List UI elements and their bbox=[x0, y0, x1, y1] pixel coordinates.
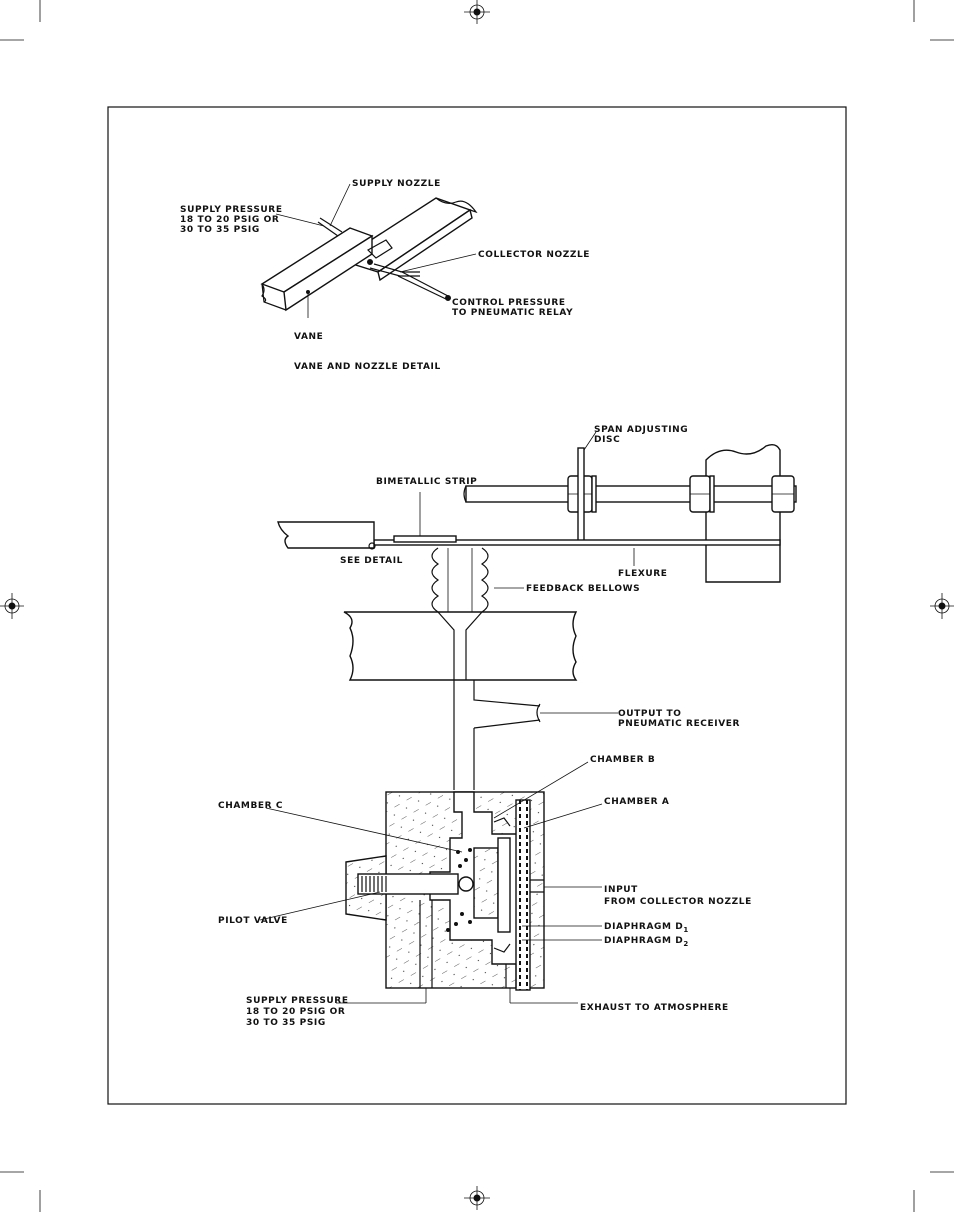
output-label: OUTPUT TO PNEUMATIC RECEIVER bbox=[618, 709, 740, 729]
main-supply-pressure-label: SUPPLY PRESSURE 18 TO 20 PSIG OR 30 TO 3… bbox=[246, 996, 352, 1028]
registration-mark-bottom bbox=[464, 1186, 490, 1210]
bimetallic-strip-label: BIMETALLIC STRIP bbox=[376, 477, 477, 487]
vane-label: VANE bbox=[294, 332, 323, 342]
registration-mark-top bbox=[464, 0, 490, 24]
pilot-valve-label: PILOT VALVE bbox=[218, 916, 288, 926]
collector-nozzle-label: COLLECTOR NOZZLE bbox=[478, 250, 590, 260]
chamber-a-label: CHAMBER A bbox=[604, 797, 670, 807]
chamber-c-label: CHAMBER C bbox=[218, 801, 283, 811]
diaphragm-d2-label: DIAPHRAGM D2 bbox=[604, 936, 689, 948]
figure-frame bbox=[107, 106, 847, 1105]
detail-caption: VANE AND NOZZLE DETAIL bbox=[294, 362, 441, 372]
flexure-label: FLEXURE bbox=[618, 569, 668, 579]
exhaust-label: EXHAUST TO ATMOSPHERE bbox=[580, 1003, 729, 1013]
detail-supply-pressure-label: SUPPLY PRESSURE 18 TO 20 PSIG OR 30 TO 3… bbox=[180, 205, 286, 235]
input-label: INPUT FROM COLLECTOR NOZZLE bbox=[604, 885, 752, 907]
vane-nozzle-detail bbox=[260, 183, 478, 318]
registration-mark-right bbox=[930, 593, 954, 619]
feedback-bellows-label: FEEDBACK BELLOWS bbox=[526, 584, 640, 594]
registration-mark-left bbox=[0, 593, 24, 619]
diaphragm-d1-label: DIAPHRAGM D1 bbox=[604, 922, 689, 934]
chamber-b-label: CHAMBER B bbox=[590, 755, 655, 765]
see-detail-label: SEE DETAIL bbox=[340, 556, 403, 566]
span-adjusting-label: SPAN ADJUSTING DISC bbox=[594, 425, 692, 445]
control-pressure-label: CONTROL PRESSURE TO PNEUMATIC RELAY bbox=[452, 298, 573, 318]
supply-nozzle-label: SUPPLY NOZZLE bbox=[352, 179, 441, 189]
main-mechanism bbox=[259, 431, 797, 1004]
